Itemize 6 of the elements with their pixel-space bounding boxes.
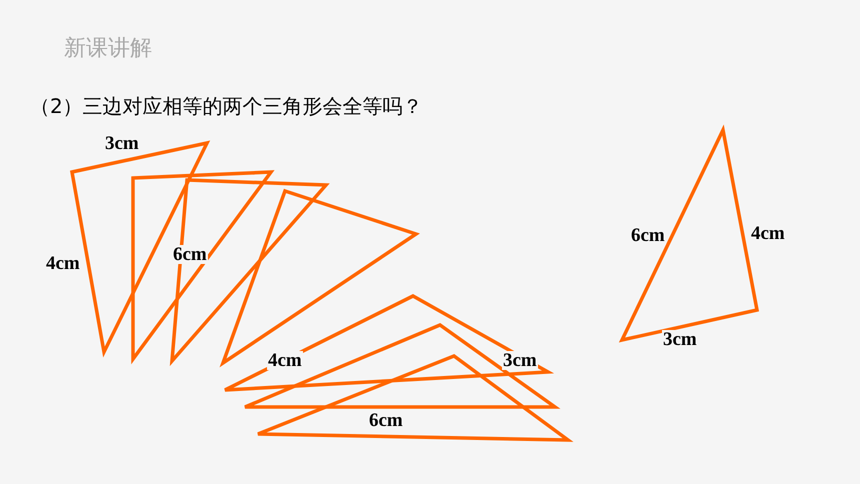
- length-label: 6cm: [172, 245, 208, 264]
- length-label: 3cm: [502, 351, 538, 370]
- title: 新课讲解: [64, 35, 152, 63]
- length-label: 4cm: [267, 351, 303, 370]
- length-label: 6cm: [630, 226, 666, 245]
- question-text: （2）三边对应相等的两个三角形会全等吗？: [30, 93, 423, 120]
